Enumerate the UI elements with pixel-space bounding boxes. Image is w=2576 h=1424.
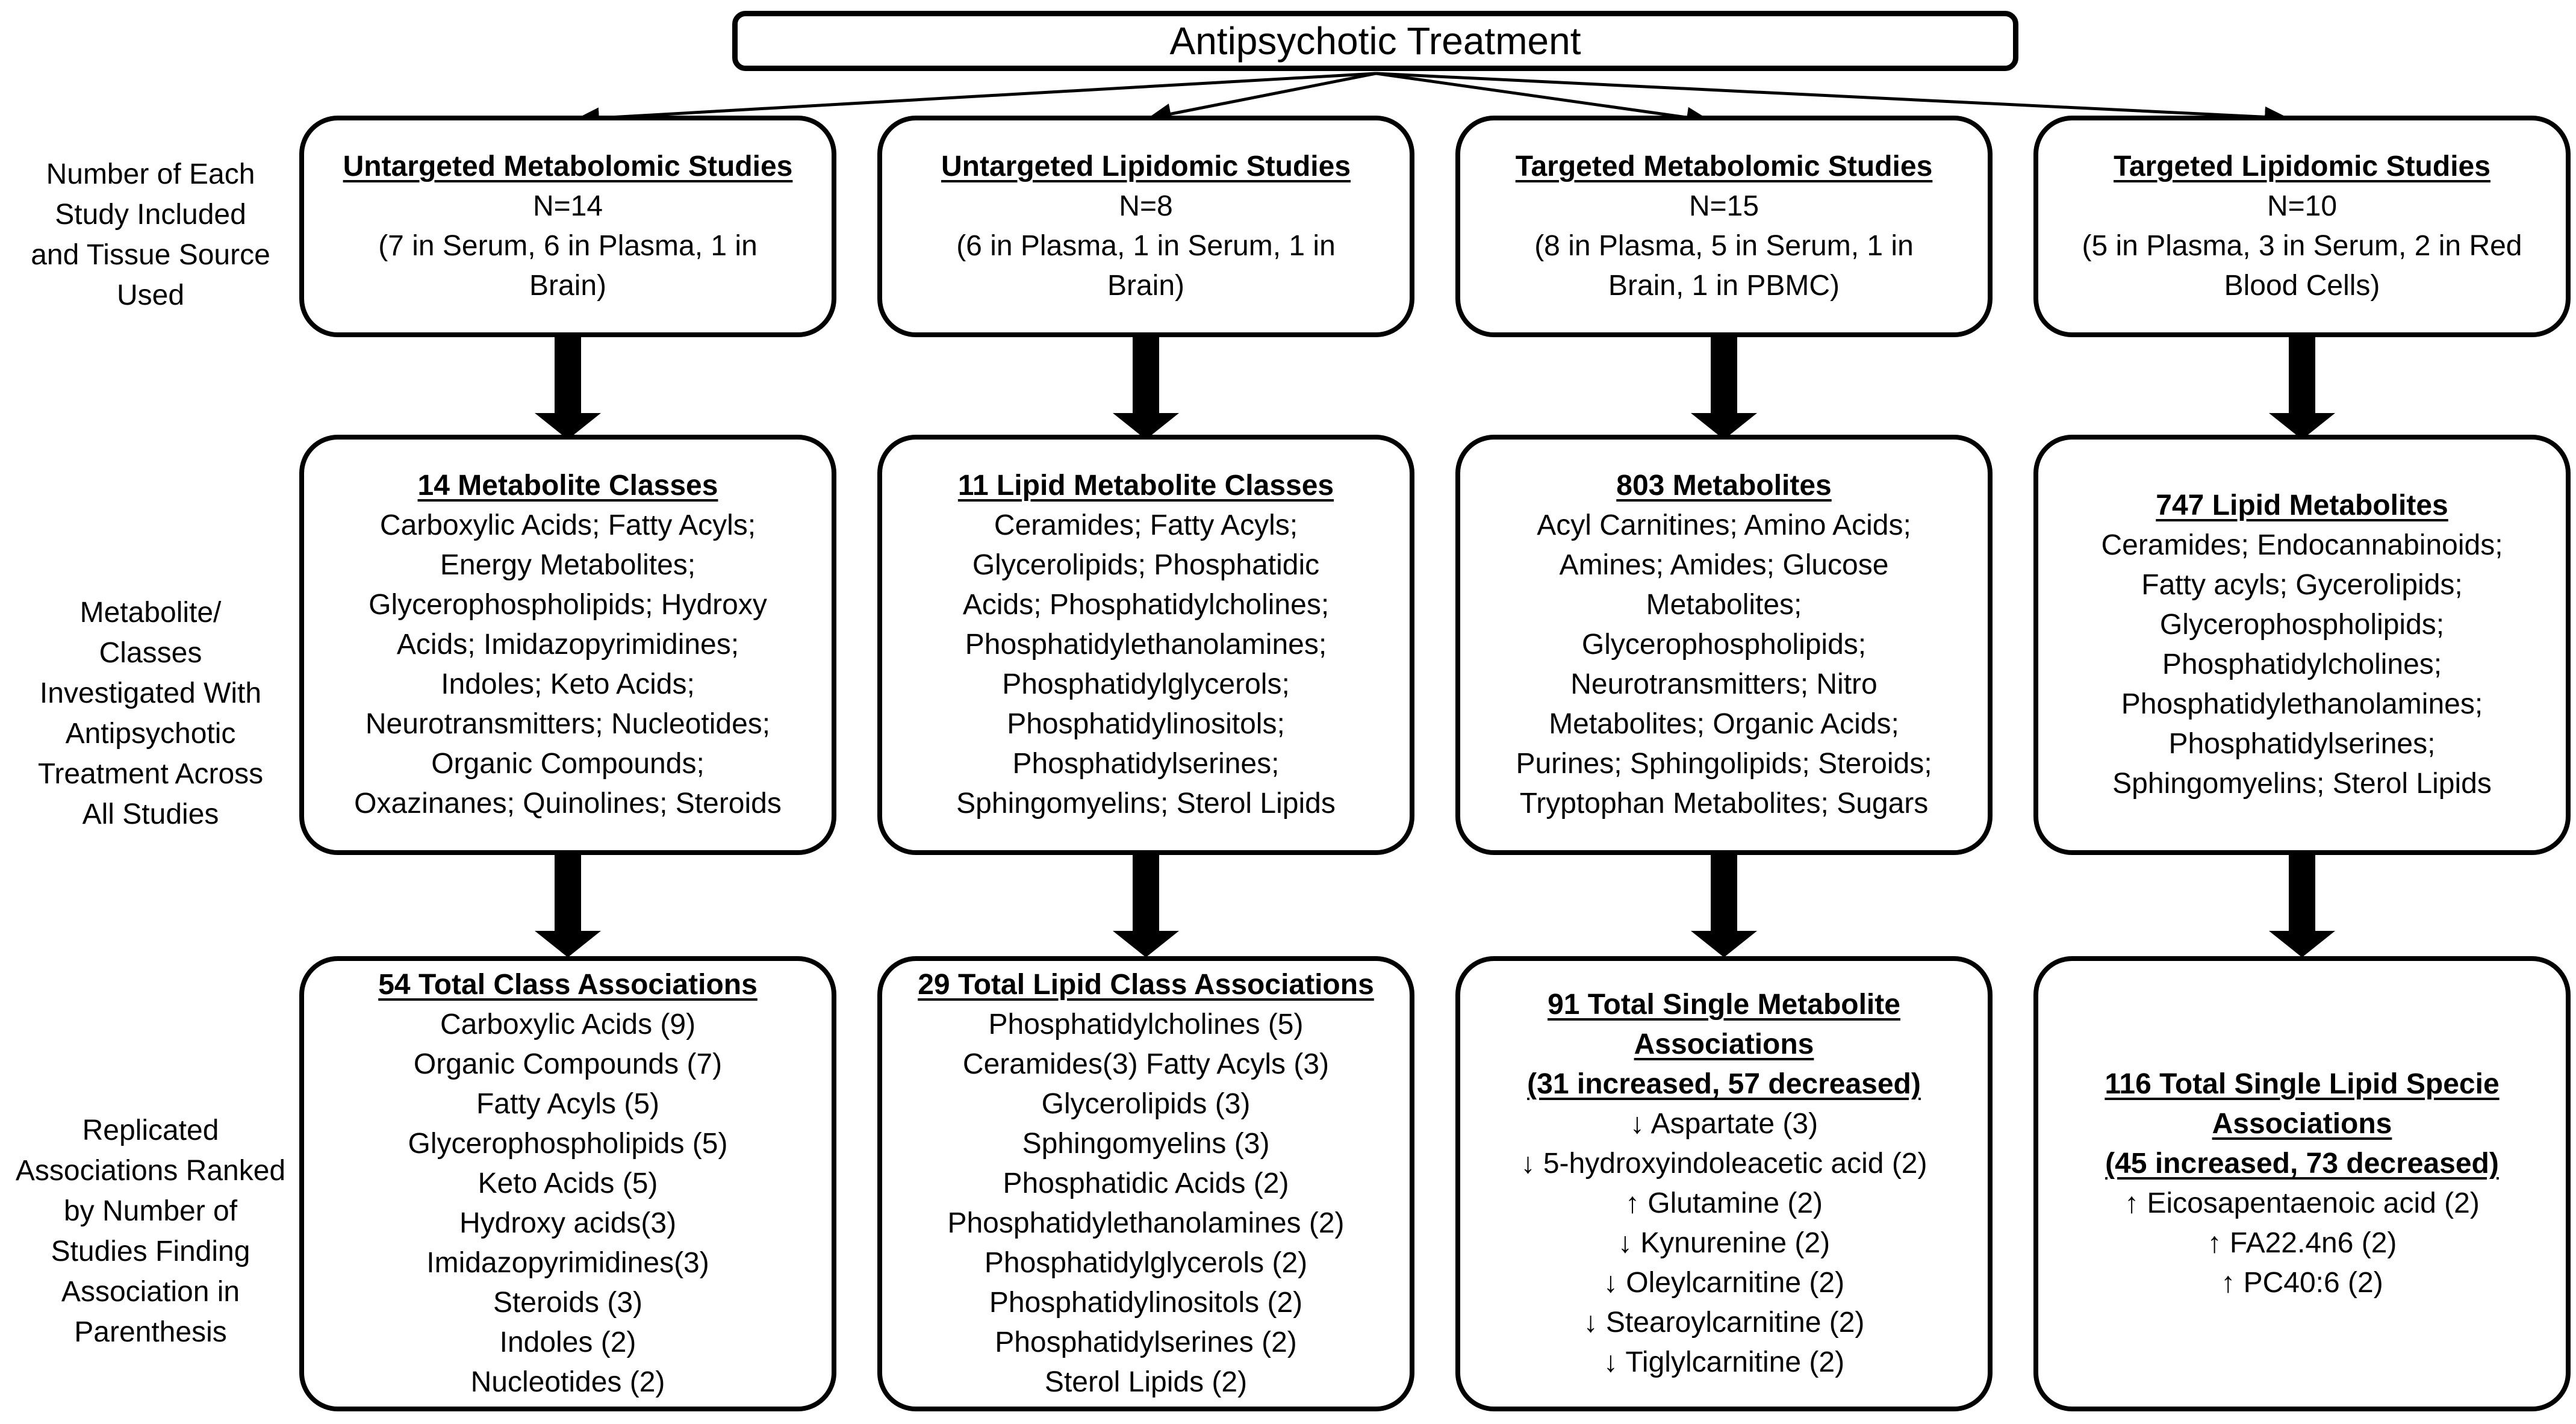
down-arrow-icon bbox=[1691, 851, 1757, 957]
associations-list: ↓ Aspartate (3)↓ 5-hydroxyindoleacetic a… bbox=[1520, 1108, 1927, 1378]
down-arrow-icon bbox=[2269, 851, 2335, 957]
study-count: N=10 bbox=[2266, 190, 2338, 222]
classes-box-targeted-lipidomic: 747 Lipid Metabolites Ceramides; Endocan… bbox=[2033, 435, 2571, 855]
associations-box-title: 29 Total Lipid Class Associations bbox=[918, 969, 1374, 1001]
study-box-title: Untargeted Metabolomic Studies bbox=[343, 151, 793, 182]
arrow-shaft bbox=[2289, 334, 2315, 413]
arrow-shaft bbox=[1133, 334, 1159, 413]
study-box-targeted-metabolomic: Targeted Metabolomic Studies N=15 (8 in … bbox=[1455, 116, 1993, 337]
study-box-targeted-lipidomic: Targeted Lipidomic Studies N=10 (5 in Pl… bbox=[2033, 116, 2571, 337]
arrow-head bbox=[1113, 931, 1179, 957]
down-arrow-icon bbox=[2269, 334, 2335, 440]
study-count: N=8 bbox=[1119, 190, 1173, 222]
classes-list: Carboxylic Acids; Fatty Acyls;Energy Met… bbox=[354, 509, 782, 819]
study-box-untargeted-metabolomic: Untargeted Metabolomic Studies N=14 (7 i… bbox=[299, 116, 836, 337]
classes-box-title: 747 Lipid Metabolites bbox=[2156, 490, 2448, 521]
classes-box-untargeted-lipidomic: 11 Lipid Metabolite Classes Ceramides; F… bbox=[877, 435, 1414, 855]
classes-list: Ceramides; Endocannabinoids;Fatty acyls;… bbox=[2101, 529, 2503, 800]
classes-box-targeted-metabolomic: 803 Metabolites Acyl Carnitines; Amino A… bbox=[1455, 435, 1993, 855]
study-box-title: Targeted Lipidomic Studies bbox=[2114, 151, 2490, 182]
arrow-shaft bbox=[2289, 851, 2315, 931]
classes-box-title: 11 Lipid Metabolite Classes bbox=[957, 470, 1334, 502]
connector-line bbox=[1147, 72, 1377, 125]
study-box-title: Untargeted Lipidomic Studies bbox=[941, 151, 1351, 182]
associations-list: ↑ Eicosapentaenoic acid (2)↑ FA22.4n6 (2… bbox=[2124, 1187, 2480, 1299]
classes-list: Acyl Carnitines; Amino Acids;Amines; Ami… bbox=[1516, 509, 1932, 819]
down-arrow-icon bbox=[1113, 851, 1179, 957]
arrow-shaft bbox=[555, 851, 581, 931]
connector-line bbox=[1375, 72, 1711, 128]
arrow-shaft bbox=[555, 334, 581, 413]
root-treatment-box: Antipsychotic Treatment bbox=[732, 11, 2018, 71]
classes-box-untargeted-metabolomic: 14 Metabolite Classes Carboxylic Acids; … bbox=[299, 435, 836, 855]
classes-list: Ceramides; Fatty Acyls;Glycerolipids; Ph… bbox=[956, 509, 1336, 819]
classes-box-title: 803 Metabolites bbox=[1616, 470, 1832, 502]
associations-box-title: 54 Total Class Associations bbox=[378, 969, 758, 1001]
down-arrow-icon bbox=[1113, 334, 1179, 440]
associations-list: Phosphatidylcholines (5)Ceramides(3) Fat… bbox=[947, 1009, 1345, 1398]
study-box-untargeted-lipidomic: Untargeted Lipidomic Studies N=8 (6 in P… bbox=[877, 116, 1414, 337]
associations-list: Carboxylic Acids (9)Organic Compounds (7… bbox=[408, 1009, 728, 1398]
down-arrow-icon bbox=[1691, 334, 1757, 440]
root-treatment-title: Antipsychotic Treatment bbox=[1169, 19, 1581, 63]
classes-box-title: 14 Metabolite Classes bbox=[417, 470, 718, 502]
arrow-shaft bbox=[1711, 334, 1737, 413]
down-arrow-icon bbox=[535, 851, 601, 957]
arrow-shaft bbox=[1711, 851, 1737, 931]
connector-line bbox=[1375, 72, 2289, 128]
connector-line bbox=[575, 72, 1377, 129]
arrow-head bbox=[1691, 931, 1757, 957]
study-box-title: Targeted Metabolomic Studies bbox=[1515, 151, 1933, 182]
study-count: N=14 bbox=[532, 190, 603, 222]
associations-box-untargeted-lipidomic: 29 Total Lipid Class Associations Phosph… bbox=[877, 956, 1414, 1411]
associations-box-untargeted-metabolomic: 54 Total Class Associations Carboxylic A… bbox=[299, 956, 836, 1411]
arrow-head bbox=[2269, 931, 2335, 957]
down-arrow-icon bbox=[535, 334, 601, 440]
arrow-head bbox=[535, 931, 601, 957]
arrow-shaft bbox=[1133, 851, 1159, 931]
study-count: N=15 bbox=[1688, 190, 1759, 222]
